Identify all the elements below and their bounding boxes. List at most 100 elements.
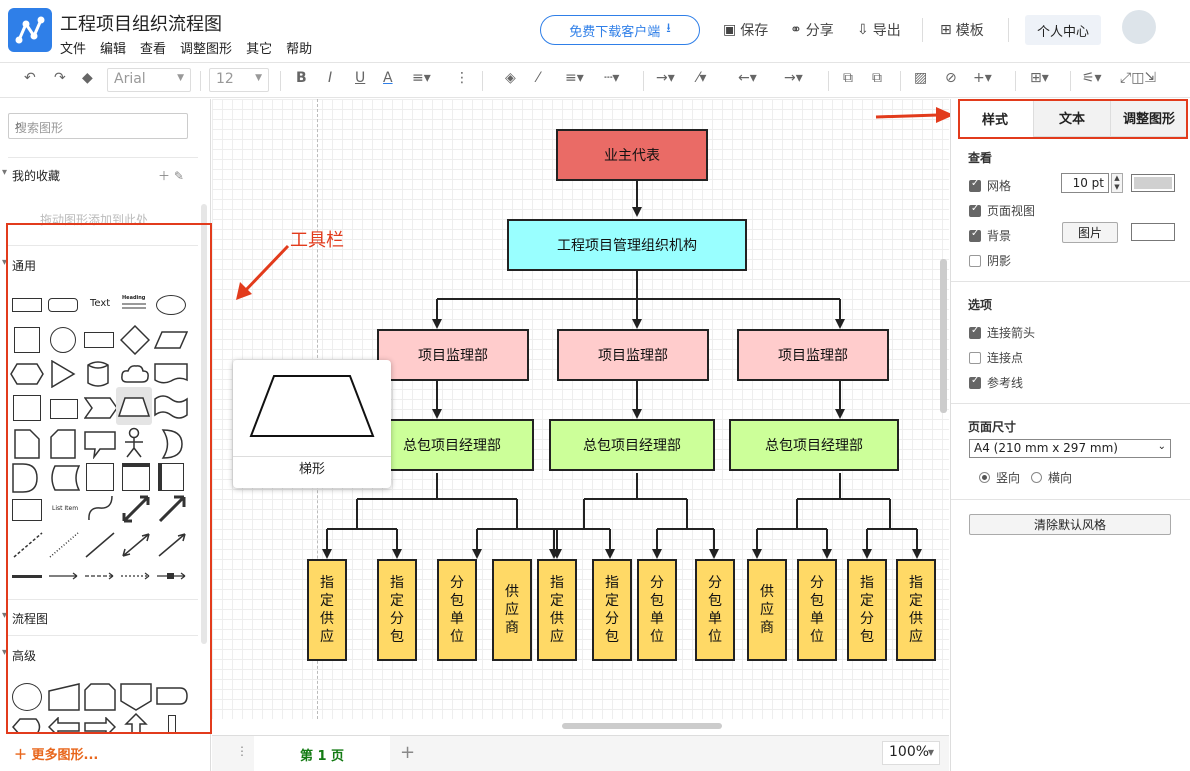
menu-view[interactable]: 查看 <box>140 42 167 57</box>
fullscreen-icon[interactable]: ⤢◫⇲ <box>1120 70 1157 86</box>
menu-other[interactable]: 其它 <box>246 42 273 57</box>
avatar[interactable] <box>1122 10 1156 44</box>
background-option[interactable]: 背景 <box>969 227 1011 244</box>
canvas-vertical-scrollbar[interactable] <box>940 259 947 413</box>
portrait-radio[interactable] <box>979 472 990 483</box>
underline-icon[interactable]: U <box>355 70 366 86</box>
line-end-icon[interactable]: →▾ <box>784 70 803 86</box>
shape-cylinder[interactable] <box>86 359 110 389</box>
shape-or[interactable] <box>160 429 184 459</box>
shape-directional-connector[interactable] <box>156 531 188 559</box>
section-advanced[interactable]: 高级 <box>0 647 200 664</box>
more-shapes-button[interactable]: ＋ 更多图形... <box>14 744 98 763</box>
line-start-icon[interactable]: ←▾ <box>738 70 757 86</box>
shape-right-arrow[interactable] <box>84 717 116 733</box>
landscape-radio[interactable] <box>1031 472 1042 483</box>
undo-icon[interactable]: ↶ <box>24 70 36 86</box>
waypoint-icon[interactable]: ⁄▾ <box>697 70 707 86</box>
shape-tape[interactable] <box>154 395 188 419</box>
node-general-contractor-dept[interactable]: 总包项目经理部 <box>729 419 899 471</box>
zoom-select[interactable]: 100%▼ <box>882 741 940 765</box>
shape-dotted-line[interactable] <box>48 531 80 559</box>
shape-loop-limit[interactable] <box>84 683 116 711</box>
node-leaf[interactable]: 指定分包 <box>377 559 417 661</box>
guides-checkbox[interactable] <box>969 375 981 389</box>
node-leaf[interactable]: 分包单位 <box>797 559 837 661</box>
shape-internal-storage[interactable] <box>13 395 41 421</box>
align-icon[interactable]: ≡▾ <box>412 70 431 86</box>
grid-size-input[interactable]: 10 pt <box>1061 173 1109 193</box>
menu-edit[interactable]: 编辑 <box>100 42 127 57</box>
page-size-select[interactable]: A4 (210 mm x 297 mm)⌄ <box>969 439 1171 458</box>
background-color-swatch[interactable] <box>1131 223 1175 241</box>
attachment-icon[interactable]: ⊘ <box>945 70 957 86</box>
node-leaf[interactable]: 分包单位 <box>437 559 477 661</box>
save-button[interactable]: ▣保存 <box>723 20 768 40</box>
shape-diamond[interactable] <box>120 325 150 355</box>
shape-trapezoid[interactable] <box>118 397 150 417</box>
node-supervision-dept[interactable]: 项目监理部 <box>557 329 709 381</box>
bold-icon[interactable]: B <box>296 70 307 86</box>
background-image-button[interactable]: 图片 <box>1062 222 1118 243</box>
node-leaf[interactable]: 供应商 <box>747 559 787 661</box>
node-supervision-dept[interactable]: 项目监理部 <box>377 329 529 381</box>
background-checkbox[interactable] <box>969 228 981 242</box>
to-back-icon[interactable]: ⧉ <box>872 70 882 86</box>
shape-dashed-line[interactable] <box>12 531 44 559</box>
node-owner-representative[interactable]: 业主代表 <box>556 129 708 181</box>
shape-up-arrow[interactable] <box>124 713 148 733</box>
image-icon[interactable]: ▨ <box>914 70 928 86</box>
connection-points-checkbox[interactable] <box>969 351 981 364</box>
node-leaf[interactable]: 分包单位 <box>637 559 677 661</box>
grid-checkbox[interactable] <box>969 178 981 192</box>
menu-file[interactable]: 文件 <box>60 42 87 57</box>
shape-display[interactable] <box>12 717 44 733</box>
shape-bidirectional-connector[interactable] <box>120 531 152 559</box>
menu-arrange[interactable]: 调整图形 <box>180 42 233 57</box>
shadow-checkbox[interactable] <box>969 254 981 267</box>
more-vertical-icon[interactable]: ⋮ <box>455 70 469 86</box>
grid-color-swatch[interactable] <box>1131 174 1175 192</box>
clear-default-style-button[interactable]: 清除默认风格 <box>969 514 1171 535</box>
diagram-canvas[interactable]: 业主代表 工程项目管理组织机构 项目监理部 项目监理部 项目监理部 总包项目经理… <box>212 99 949 719</box>
search-icon[interactable]: ⌕ <box>15 118 23 133</box>
canvas-horizontal-scrollbar[interactable] <box>562 723 722 729</box>
grid-size-stepper[interactable]: ▲▼ <box>1111 173 1123 193</box>
node-leaf[interactable]: 指定供应 <box>307 559 347 661</box>
shape-vertical-container[interactable] <box>158 463 184 491</box>
node-general-contractor-dept[interactable]: 总包项目经理部 <box>370 419 534 471</box>
shape-link-dotted-arrow[interactable] <box>120 570 152 582</box>
shape-circle[interactable] <box>12 683 42 711</box>
shape-off-page[interactable] <box>120 683 152 711</box>
landscape-option[interactable]: 横向 <box>1031 469 1072 486</box>
line-width-icon[interactable]: ≡▾ <box>565 70 584 86</box>
shape-ellipse[interactable] <box>156 295 186 315</box>
document-title[interactable]: 工程项目组织流程图 <box>60 14 222 35</box>
shape-list-item[interactable]: List Item <box>52 505 79 512</box>
node-general-contractor-dept[interactable]: 总包项目经理部 <box>549 419 715 471</box>
node-supervision-dept[interactable]: 项目监理部 <box>737 329 889 381</box>
format-painter-icon[interactable]: ◆ <box>82 70 93 86</box>
line-color-icon[interactable]: ⁄ <box>537 70 540 86</box>
node-leaf[interactable]: 分包单位 <box>695 559 735 661</box>
node-leaf[interactable]: 指定分包 <box>592 559 632 661</box>
connection-arrows-checkbox[interactable] <box>969 325 981 339</box>
connection-points-option[interactable]: 连接点 <box>969 349 1023 366</box>
add-page-icon[interactable]: + <box>400 742 416 763</box>
guides-option[interactable]: 参考线 <box>969 374 1023 391</box>
italic-icon[interactable]: I <box>328 70 333 86</box>
connector-icon[interactable]: →▾ <box>656 70 675 86</box>
section-favorites[interactable]: 我的收藏＋ ✎ <box>0 167 200 184</box>
shape-process[interactable] <box>84 332 114 348</box>
node-leaf[interactable]: 指定分包 <box>847 559 887 661</box>
shape-text[interactable]: Text <box>90 298 111 309</box>
shape-card[interactable] <box>50 429 76 459</box>
layout-icon[interactable]: ⚟▾ <box>1082 70 1102 86</box>
shape-step[interactable] <box>84 397 118 419</box>
shape-document[interactable] <box>154 363 188 385</box>
shape-heading[interactable]: Heading <box>122 295 146 309</box>
shape-manual-input[interactable] <box>48 683 80 711</box>
page-view-option[interactable]: 页面视图 <box>969 202 1035 219</box>
node-leaf[interactable]: 供应商 <box>492 559 532 661</box>
line-style-icon[interactable]: ┄▾ <box>604 70 620 86</box>
